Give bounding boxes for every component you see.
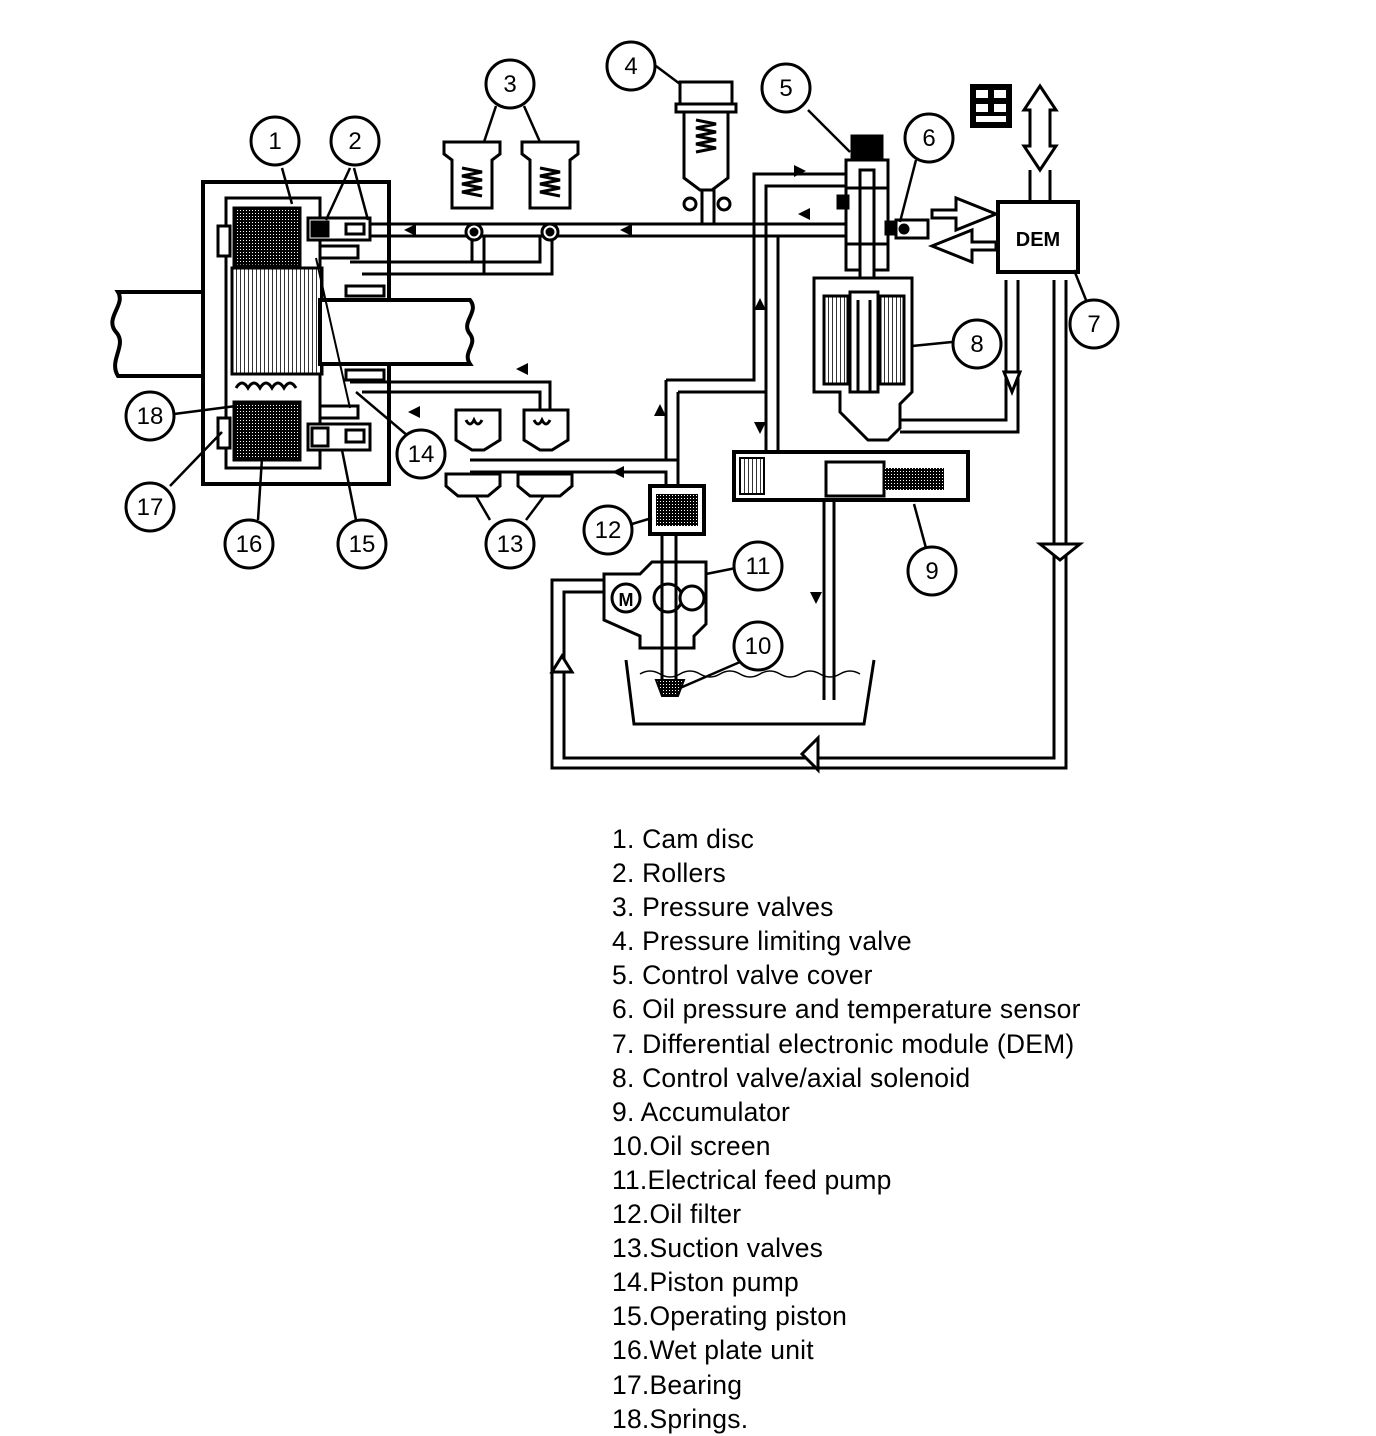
dem-label: DEM: [1016, 229, 1060, 251]
suction-valve-left: [444, 408, 502, 498]
flow-arrows: [404, 165, 822, 604]
legend-item: 2. Rollers: [612, 858, 726, 889]
legend-item: 18.Springs.: [612, 1403, 749, 1434]
leader-lines: [169, 65, 1088, 690]
control-valve-axial-solenoid: [812, 276, 914, 442]
callout-9: 9: [925, 558, 938, 585]
callout-15: 15: [349, 531, 376, 558]
piston-pump: [315, 244, 386, 420]
output-shaft: [318, 298, 475, 366]
legend-item: 15.Operating piston: [612, 1301, 848, 1332]
bearing-top: [216, 224, 232, 258]
legend-item: 16.Wet plate unit: [612, 1335, 814, 1366]
callout-12: 12: [595, 517, 622, 544]
pressure-valve-right: [520, 140, 580, 242]
callout-10: 10: [745, 633, 772, 660]
callout-17: 17: [137, 494, 164, 521]
legend-item: 3. Pressure valves: [612, 892, 834, 923]
wet-plate-unit-bottom: [232, 400, 302, 462]
legend-item: 17.Bearing: [612, 1369, 743, 1400]
callout-4: 4: [624, 53, 637, 80]
legend-item: 10.Oil screen: [612, 1130, 771, 1161]
flow-arrows-outline: [549, 370, 1085, 774]
legend-item: 5. Control valve cover: [612, 960, 873, 991]
hydraulic-system-diagram: DEM M: [110, 40, 1120, 774]
oil-filter: [648, 484, 706, 536]
signal-arrows-dem: [927, 195, 1001, 265]
legend-item: 14.Piston pump: [612, 1267, 799, 1298]
parts-legend: 1. Cam disc 2. Rollers 3. Pressure valve…: [612, 822, 1081, 1436]
callout-2: 2: [348, 128, 361, 155]
callout-numbers: 1 2 3 4 5 6 7 8 9 10 11 12 13 14 15 16 1…: [137, 53, 1101, 660]
legend-item: 1. Cam disc: [612, 824, 755, 854]
legend-item: 12.Oil filter: [612, 1199, 742, 1230]
dem-module: [996, 200, 1080, 274]
dem-bus-arrow: [1021, 83, 1059, 173]
legend-item: 11.Electrical feed pump: [612, 1164, 892, 1195]
callout-13: 13: [497, 531, 524, 558]
electrical-feed-pump: [602, 534, 708, 680]
drive-shaft-left: [110, 290, 207, 378]
bearing-bottom: [216, 416, 232, 450]
connector-icon: [970, 84, 1012, 128]
callout-8: 8: [970, 331, 983, 358]
rollers: [306, 216, 372, 242]
callout-7: 7: [1087, 311, 1100, 338]
callout-3: 3: [503, 71, 516, 98]
legend-item: 6. Oil pressure and temperature sensor: [612, 994, 1081, 1025]
legend-item: 13.Suction valves: [612, 1233, 824, 1264]
oil-pressure-temperature-sensor: [894, 218, 930, 240]
callout-5: 5: [779, 75, 792, 102]
springs: [234, 381, 298, 391]
legend-item: 4. Pressure limiting valve: [612, 926, 912, 957]
motor-label: M: [619, 590, 634, 610]
callout-18: 18: [137, 403, 164, 430]
suction-valve-right: [516, 408, 574, 498]
callout-circles: [124, 40, 1120, 672]
cam-disc: [230, 266, 324, 376]
operating-piston: [306, 422, 372, 452]
callout-1: 1: [268, 128, 281, 155]
callout-11: 11: [746, 553, 771, 580]
wet-plate-unit-top: [232, 206, 302, 268]
accumulator: [732, 450, 970, 502]
pressure-limiting-valve: [674, 80, 738, 212]
legend-item: 7. Differential electronic module (DEM): [612, 1028, 1075, 1059]
callout-6: 6: [922, 125, 935, 152]
legend-item: 8. Control valve/axial solenoid: [612, 1062, 971, 1093]
control-valve: [836, 134, 898, 282]
callout-14: 14: [408, 441, 435, 468]
legend-item: 9. Accumulator: [612, 1096, 791, 1127]
pressure-valve-left: [442, 140, 502, 242]
oil-tank: [624, 659, 876, 726]
oil-screen: [654, 679, 686, 697]
callout-16: 16: [236, 531, 263, 558]
